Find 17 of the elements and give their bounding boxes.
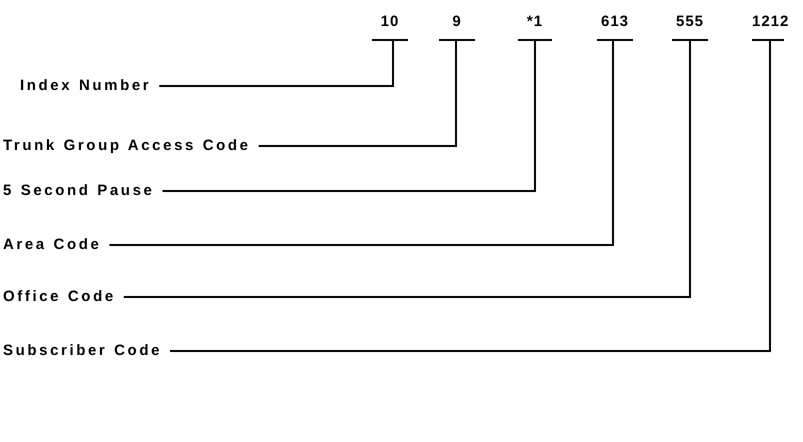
digit-group: 9 [439,10,475,41]
field-label: Area Code [3,236,102,254]
leader-line [124,41,691,298]
leader-line [162,41,536,192]
leader-line [109,41,614,246]
digit-group: 10 [372,10,408,41]
digit-group: *1 [518,10,552,41]
leader-line [170,41,771,352]
field-label: Trunk Group Access Code [3,137,251,155]
digit-group: 555 [672,10,708,41]
field-label: Office Code [3,288,116,306]
field-label: 5 Second Pause [3,182,154,200]
leader-line [159,41,394,87]
field-label: Index Number [20,77,152,95]
digit-group: 613 [597,10,633,41]
leader-line [258,41,457,147]
field-label: Subscriber Code [3,342,162,360]
